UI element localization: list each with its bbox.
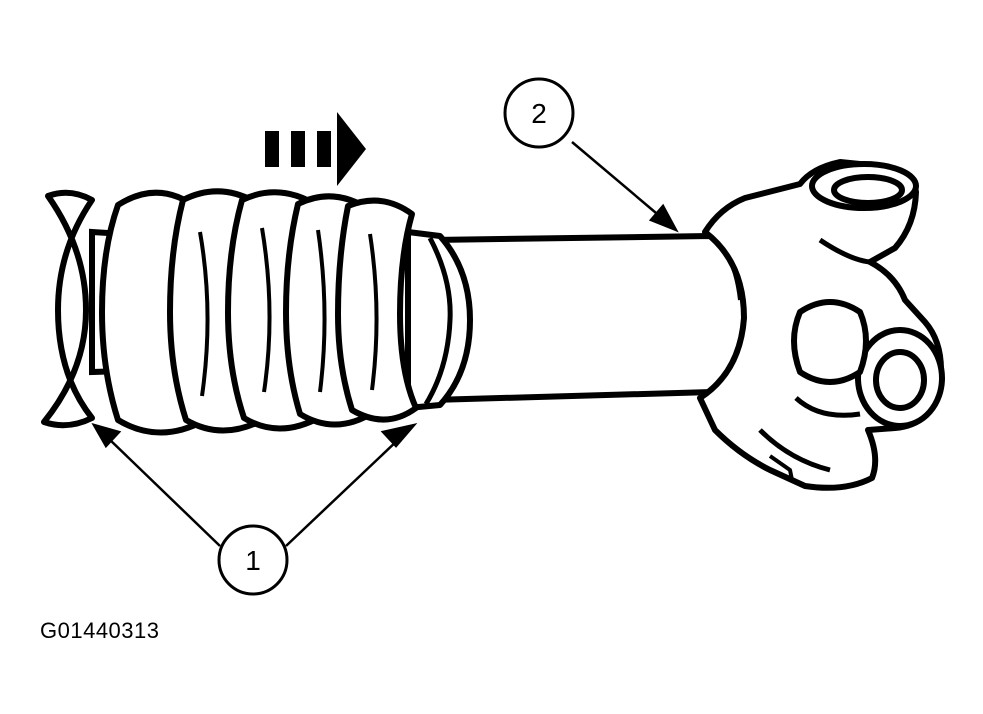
universal-joint-yoke <box>697 159 945 491</box>
rubber-boot <box>41 188 419 436</box>
callout-2-label: 2 <box>531 98 547 129</box>
leader-lines <box>91 141 679 547</box>
callout-1: 1 <box>217 524 289 596</box>
direction-arrow-icon <box>265 112 366 186</box>
slip-collar <box>405 229 473 411</box>
callout-2: 2 <box>503 77 575 149</box>
shaft-tube <box>429 233 751 403</box>
figure-id: G01440313 <box>40 618 160 643</box>
callout-1-label: 1 <box>245 545 261 576</box>
